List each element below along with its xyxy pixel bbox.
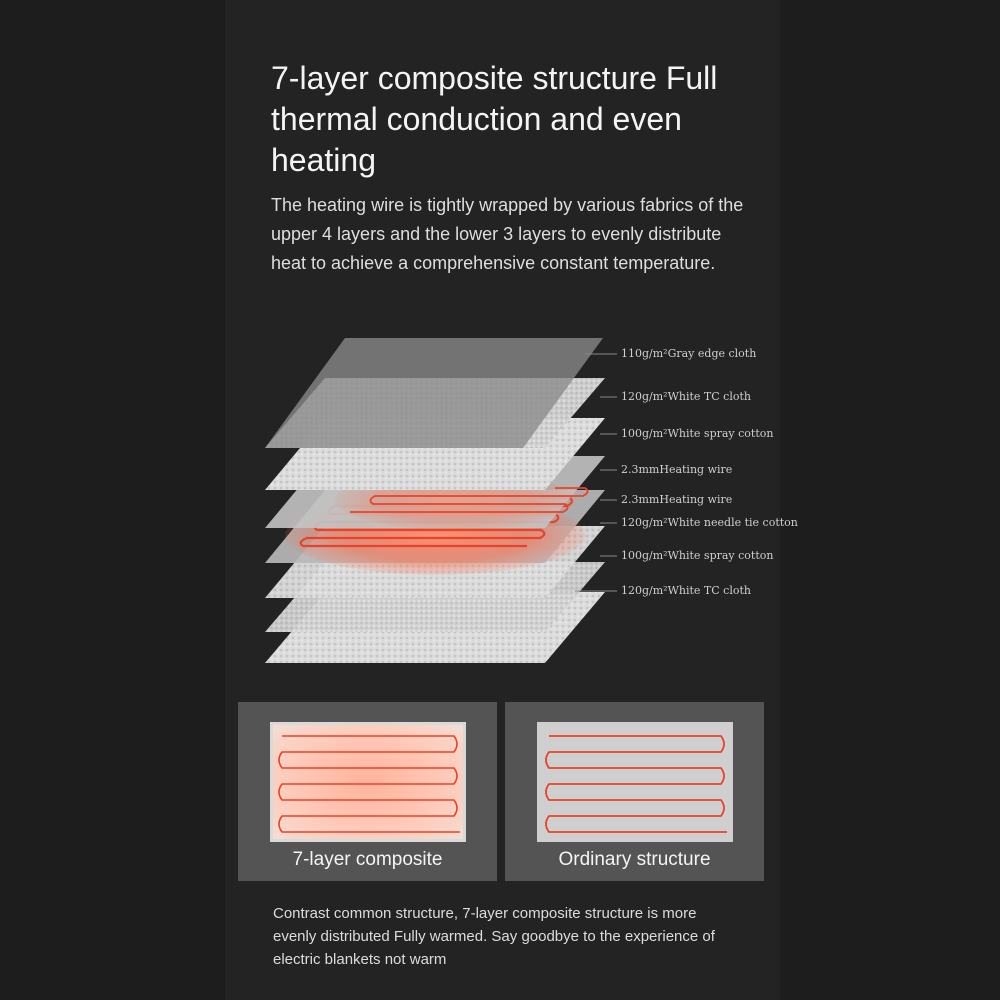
layer-diagram: 110g/m²Gray edge cloth 120g/m²White TC c…: [255, 330, 798, 675]
layer-stack-illustration: [265, 338, 617, 663]
composite-caption: 7-layer composite: [292, 849, 443, 870]
ordinary-heat-pattern: [537, 722, 733, 842]
intro-paragraph: The heating wire is tightly wrapped by v…: [271, 195, 744, 273]
layer-label-6: 120g/m²White needle tie cotton: [621, 516, 798, 529]
layer-label-3: 100g/m²White spray cotton: [621, 427, 774, 440]
headline: 7-layer composite structure Full thermal…: [271, 60, 718, 178]
layer-1-sheet: [265, 338, 603, 448]
composite-heat-pattern: [270, 722, 466, 842]
layer-label-1: 110g/m²Gray edge cloth: [621, 347, 757, 360]
footer-text: Contrast common structure, 7-layer compo…: [273, 905, 715, 968]
ordinary-caption: Ordinary structure: [558, 849, 711, 870]
layer-label-4: 2.3mmHeating wire: [621, 463, 733, 476]
ordinary-card: Ordinary structure: [505, 702, 764, 881]
layer-label-2: 120g/m²White TC cloth: [621, 390, 751, 403]
layer-label-7: 100g/m²White spray cotton: [621, 549, 774, 562]
layer-label-8: 120g/m²White TC cloth: [621, 584, 751, 597]
layer-label-5: 2.3mmHeating wire: [621, 493, 733, 506]
heating-wire-upper: [350, 487, 589, 513]
composite-card: 7-layer composite: [238, 702, 497, 881]
